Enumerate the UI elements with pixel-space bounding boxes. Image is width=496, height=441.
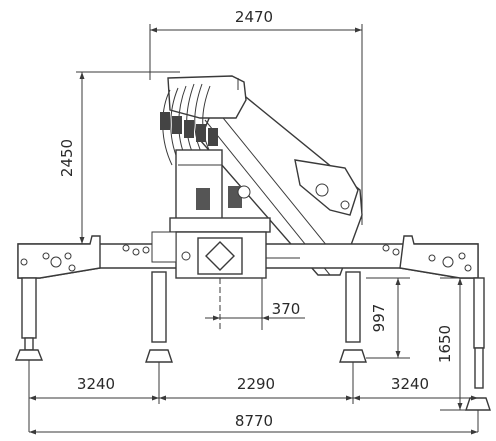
dim-leg-height: 997 bbox=[366, 277, 410, 359]
label-total-span: 8770 bbox=[235, 412, 273, 430]
label-center-span: 2290 bbox=[237, 375, 275, 393]
dim-stabilizer-height: 1650 bbox=[436, 277, 474, 411]
label-stabilizer-height: 1650 bbox=[436, 325, 454, 363]
label-leg-height: 997 bbox=[370, 304, 388, 333]
base-frame bbox=[17, 231, 479, 279]
label-column-offset: 370 bbox=[272, 300, 301, 318]
crane-column bbox=[160, 75, 363, 276]
right-beam-holes bbox=[382, 244, 472, 272]
control-levers bbox=[160, 112, 218, 146]
dim-spans: 3240 2290 3240 bbox=[28, 360, 479, 432]
dim-crane-width: 2470 bbox=[149, 8, 363, 225]
dim-crane-height: 2450 bbox=[58, 71, 180, 244]
stabilizer-legs bbox=[14, 271, 491, 411]
label-right-span: 3240 bbox=[391, 375, 429, 393]
label-left-span: 3240 bbox=[77, 375, 115, 393]
dim-column-offset: 370 bbox=[205, 278, 305, 330]
left-beam-holes bbox=[20, 244, 150, 272]
label-crane-width: 2470 bbox=[235, 8, 273, 26]
dim-total-span: 8770 bbox=[29, 412, 478, 435]
label-crane-height: 2450 bbox=[58, 139, 76, 177]
